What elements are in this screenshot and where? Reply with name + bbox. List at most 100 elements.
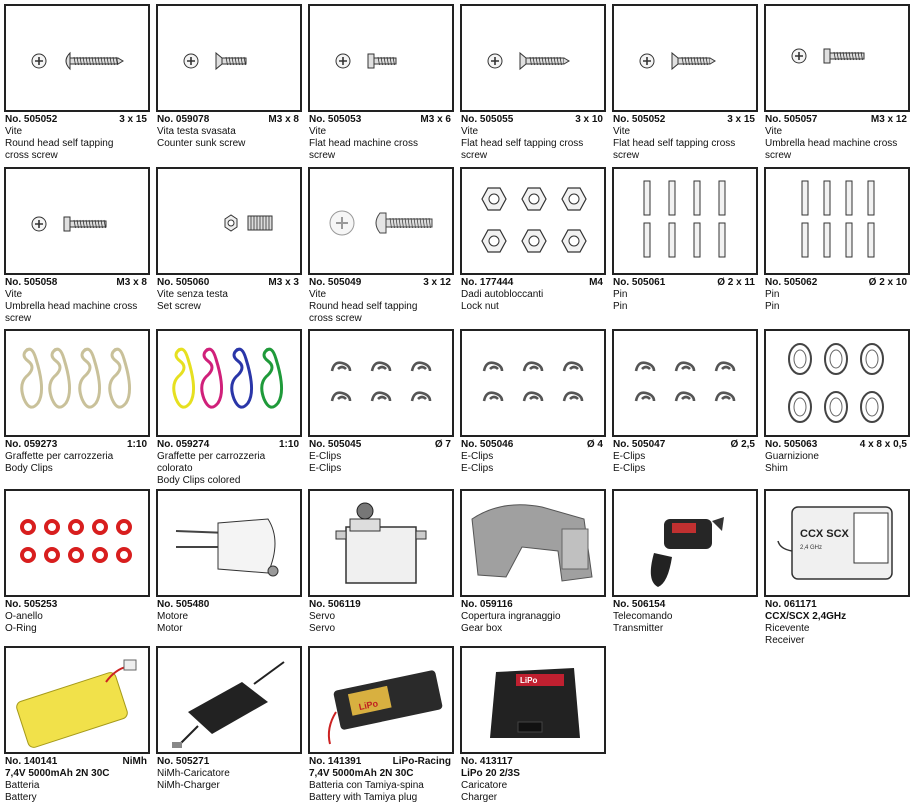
part-number: No. 505047 xyxy=(613,439,666,450)
part-size: Ø 7 xyxy=(434,439,451,450)
part-drawing-shim xyxy=(788,343,884,423)
part-description-line: Batteria con Tamiya-spina xyxy=(309,780,424,791)
part-number: No. 177444 xyxy=(461,277,514,288)
part-image-flat-head-tapping-screw-b xyxy=(612,4,758,112)
part-drawing-nimh-battery xyxy=(16,659,137,748)
part-description-line: screw xyxy=(5,313,32,324)
part-image-transmitter xyxy=(612,489,758,597)
part-drawing-round-self-tapping-screw xyxy=(31,51,124,71)
part-description-line: Vite xyxy=(5,289,23,300)
part-drawing-lipo-battery: LiPo xyxy=(327,670,443,745)
part-number: No. 059116 xyxy=(461,599,513,610)
part-description-line: Servo xyxy=(309,623,336,634)
part-drawing-flat-head-tapping-screw-b xyxy=(639,51,716,71)
part-description-line: Body Clips colored xyxy=(157,475,241,486)
part-drawing-body-clips-colored xyxy=(172,347,283,409)
part-image-pin-11 xyxy=(612,167,758,275)
part-size: 3 x 15 xyxy=(727,114,755,125)
part-description-line: Receiver xyxy=(765,635,805,646)
part-description-line: screw xyxy=(613,150,640,161)
part-description-line: O-Ring xyxy=(5,623,37,634)
part-size: LiPo-Racing xyxy=(392,756,451,767)
part-number: No. 505049 xyxy=(309,277,362,288)
part-description-line: E-Clips xyxy=(309,463,342,474)
part-description-line: Shim xyxy=(765,463,788,474)
part-description-line: Charger xyxy=(461,792,498,803)
part-image-round-tapping-screw-3x12 xyxy=(308,167,454,275)
part-drawing-flat-head-machine-screw xyxy=(335,53,397,69)
part-description-line: NiMh-Caricatore xyxy=(157,768,230,779)
part-drawing-body-clips xyxy=(20,347,131,409)
part-description-line: Motore xyxy=(157,611,189,622)
part-image-set-screw xyxy=(156,167,302,275)
part-drawing-set-screw xyxy=(224,214,273,232)
part-description-line: Ricevente xyxy=(765,623,810,634)
part-image-e-clip-4 xyxy=(460,329,606,437)
part-drawing-nimh-charger xyxy=(172,661,285,748)
part-description-line: Flat head self tapping cross xyxy=(461,138,584,149)
part-drawing-motor xyxy=(175,518,279,577)
part-image-round-self-tapping-screw xyxy=(4,4,150,112)
part-description-line: Transmitter xyxy=(613,623,664,634)
part-description-line: cross screw xyxy=(309,313,362,324)
part-number: No. 141391 xyxy=(309,756,362,767)
part-description-line: Pin xyxy=(613,289,628,300)
part-number: No. 505052 xyxy=(5,114,58,125)
part-description-line: screw xyxy=(309,150,336,161)
part-description-line: Motor xyxy=(157,623,183,634)
part-number: No. 505045 xyxy=(309,439,362,450)
part-drawing-e-clip-4 xyxy=(482,361,584,402)
part-number: No. 059274 xyxy=(157,439,210,450)
part-description-line: E-Clips xyxy=(461,451,494,462)
part-description-line: screw xyxy=(461,150,488,161)
part-number: No. 505058 xyxy=(5,277,58,288)
part-description-line: Servo xyxy=(309,611,336,622)
part-image-umbrella-head-screw xyxy=(764,4,910,112)
part-description-line: Pin xyxy=(613,301,628,312)
part-description-line: colorato xyxy=(157,463,193,474)
part-size: 1:10 xyxy=(126,439,147,450)
part-description-line: E-Clips xyxy=(613,463,646,474)
part-image-body-clips xyxy=(4,329,150,437)
part-description-line: Caricatore xyxy=(461,780,508,791)
part-drawing-lipo-charger: LiPo xyxy=(490,668,580,738)
part-drawing-servo xyxy=(335,502,427,584)
part-number: No. 061171 xyxy=(765,599,817,610)
part-size: 3 x 10 xyxy=(575,114,603,125)
part-description-line: Vite xyxy=(461,126,479,137)
part-description-line: Vite xyxy=(309,126,327,137)
part-image-flat-head-tapping-screw xyxy=(460,4,606,112)
part-description-line: Umbrella head machine cross xyxy=(765,138,898,149)
part-drawing-transmitter xyxy=(650,517,724,587)
part-size: 1:10 xyxy=(278,439,299,450)
part-drawing-pin-10 xyxy=(801,180,875,258)
part-drawing-gear-box xyxy=(471,504,593,582)
part-image-shim xyxy=(764,329,910,437)
part-description-line: E-Clips xyxy=(309,451,342,462)
receiver-sub-text: 2,4 GHz xyxy=(800,545,822,551)
part-size: Ø 2 x 10 xyxy=(868,277,907,288)
part-image-body-clips-colored xyxy=(156,329,302,437)
part-description-line: E-Clips xyxy=(613,451,646,462)
battery-label-text: LiPo xyxy=(358,698,380,712)
part-number: No. 140141 xyxy=(5,756,58,767)
part-image-motor xyxy=(156,489,302,597)
part-description-line: Graffette per carrozzeria xyxy=(157,451,266,462)
part-image-gear-box xyxy=(460,489,606,597)
part-description-line: cross screw xyxy=(5,150,58,161)
part-description-line: Copertura ingranaggio xyxy=(461,611,561,622)
